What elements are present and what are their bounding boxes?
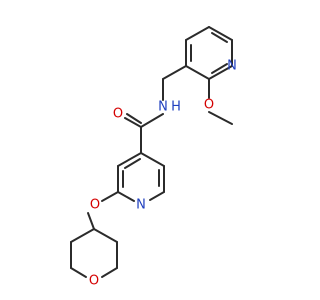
bond	[101, 267, 118, 278]
bond	[87, 212, 95, 230]
bond	[185, 65, 210, 80]
atom-label: N	[136, 198, 146, 213]
bond	[124, 117, 142, 128]
atom-label: O	[89, 274, 99, 289]
bond	[211, 32, 228, 43]
structure-canvas: N O N H O N O O	[70, 26, 237, 289]
bond	[211, 63, 228, 74]
bond	[208, 26, 233, 41]
atom-label: O	[204, 98, 214, 113]
bond	[93, 228, 118, 243]
bond	[70, 228, 95, 243]
bond	[124, 158, 141, 169]
bond	[185, 26, 210, 41]
bond	[140, 152, 165, 167]
bond	[149, 191, 165, 201]
bond	[140, 113, 164, 128]
atom-label: H	[171, 100, 181, 115]
bond	[208, 65, 233, 80]
bond	[117, 191, 135, 202]
bond	[117, 152, 142, 167]
atom-label: N	[227, 59, 237, 74]
bond	[208, 111, 233, 125]
bond	[162, 65, 187, 80]
molecule-diagram: N O N H O N O O	[70, 26, 237, 289]
atom-label: N	[158, 100, 168, 115]
bond	[126, 113, 142, 124]
bond	[101, 191, 119, 202]
atom-label: O	[90, 198, 100, 213]
atom-label: O	[113, 107, 123, 122]
bond	[70, 267, 87, 278]
